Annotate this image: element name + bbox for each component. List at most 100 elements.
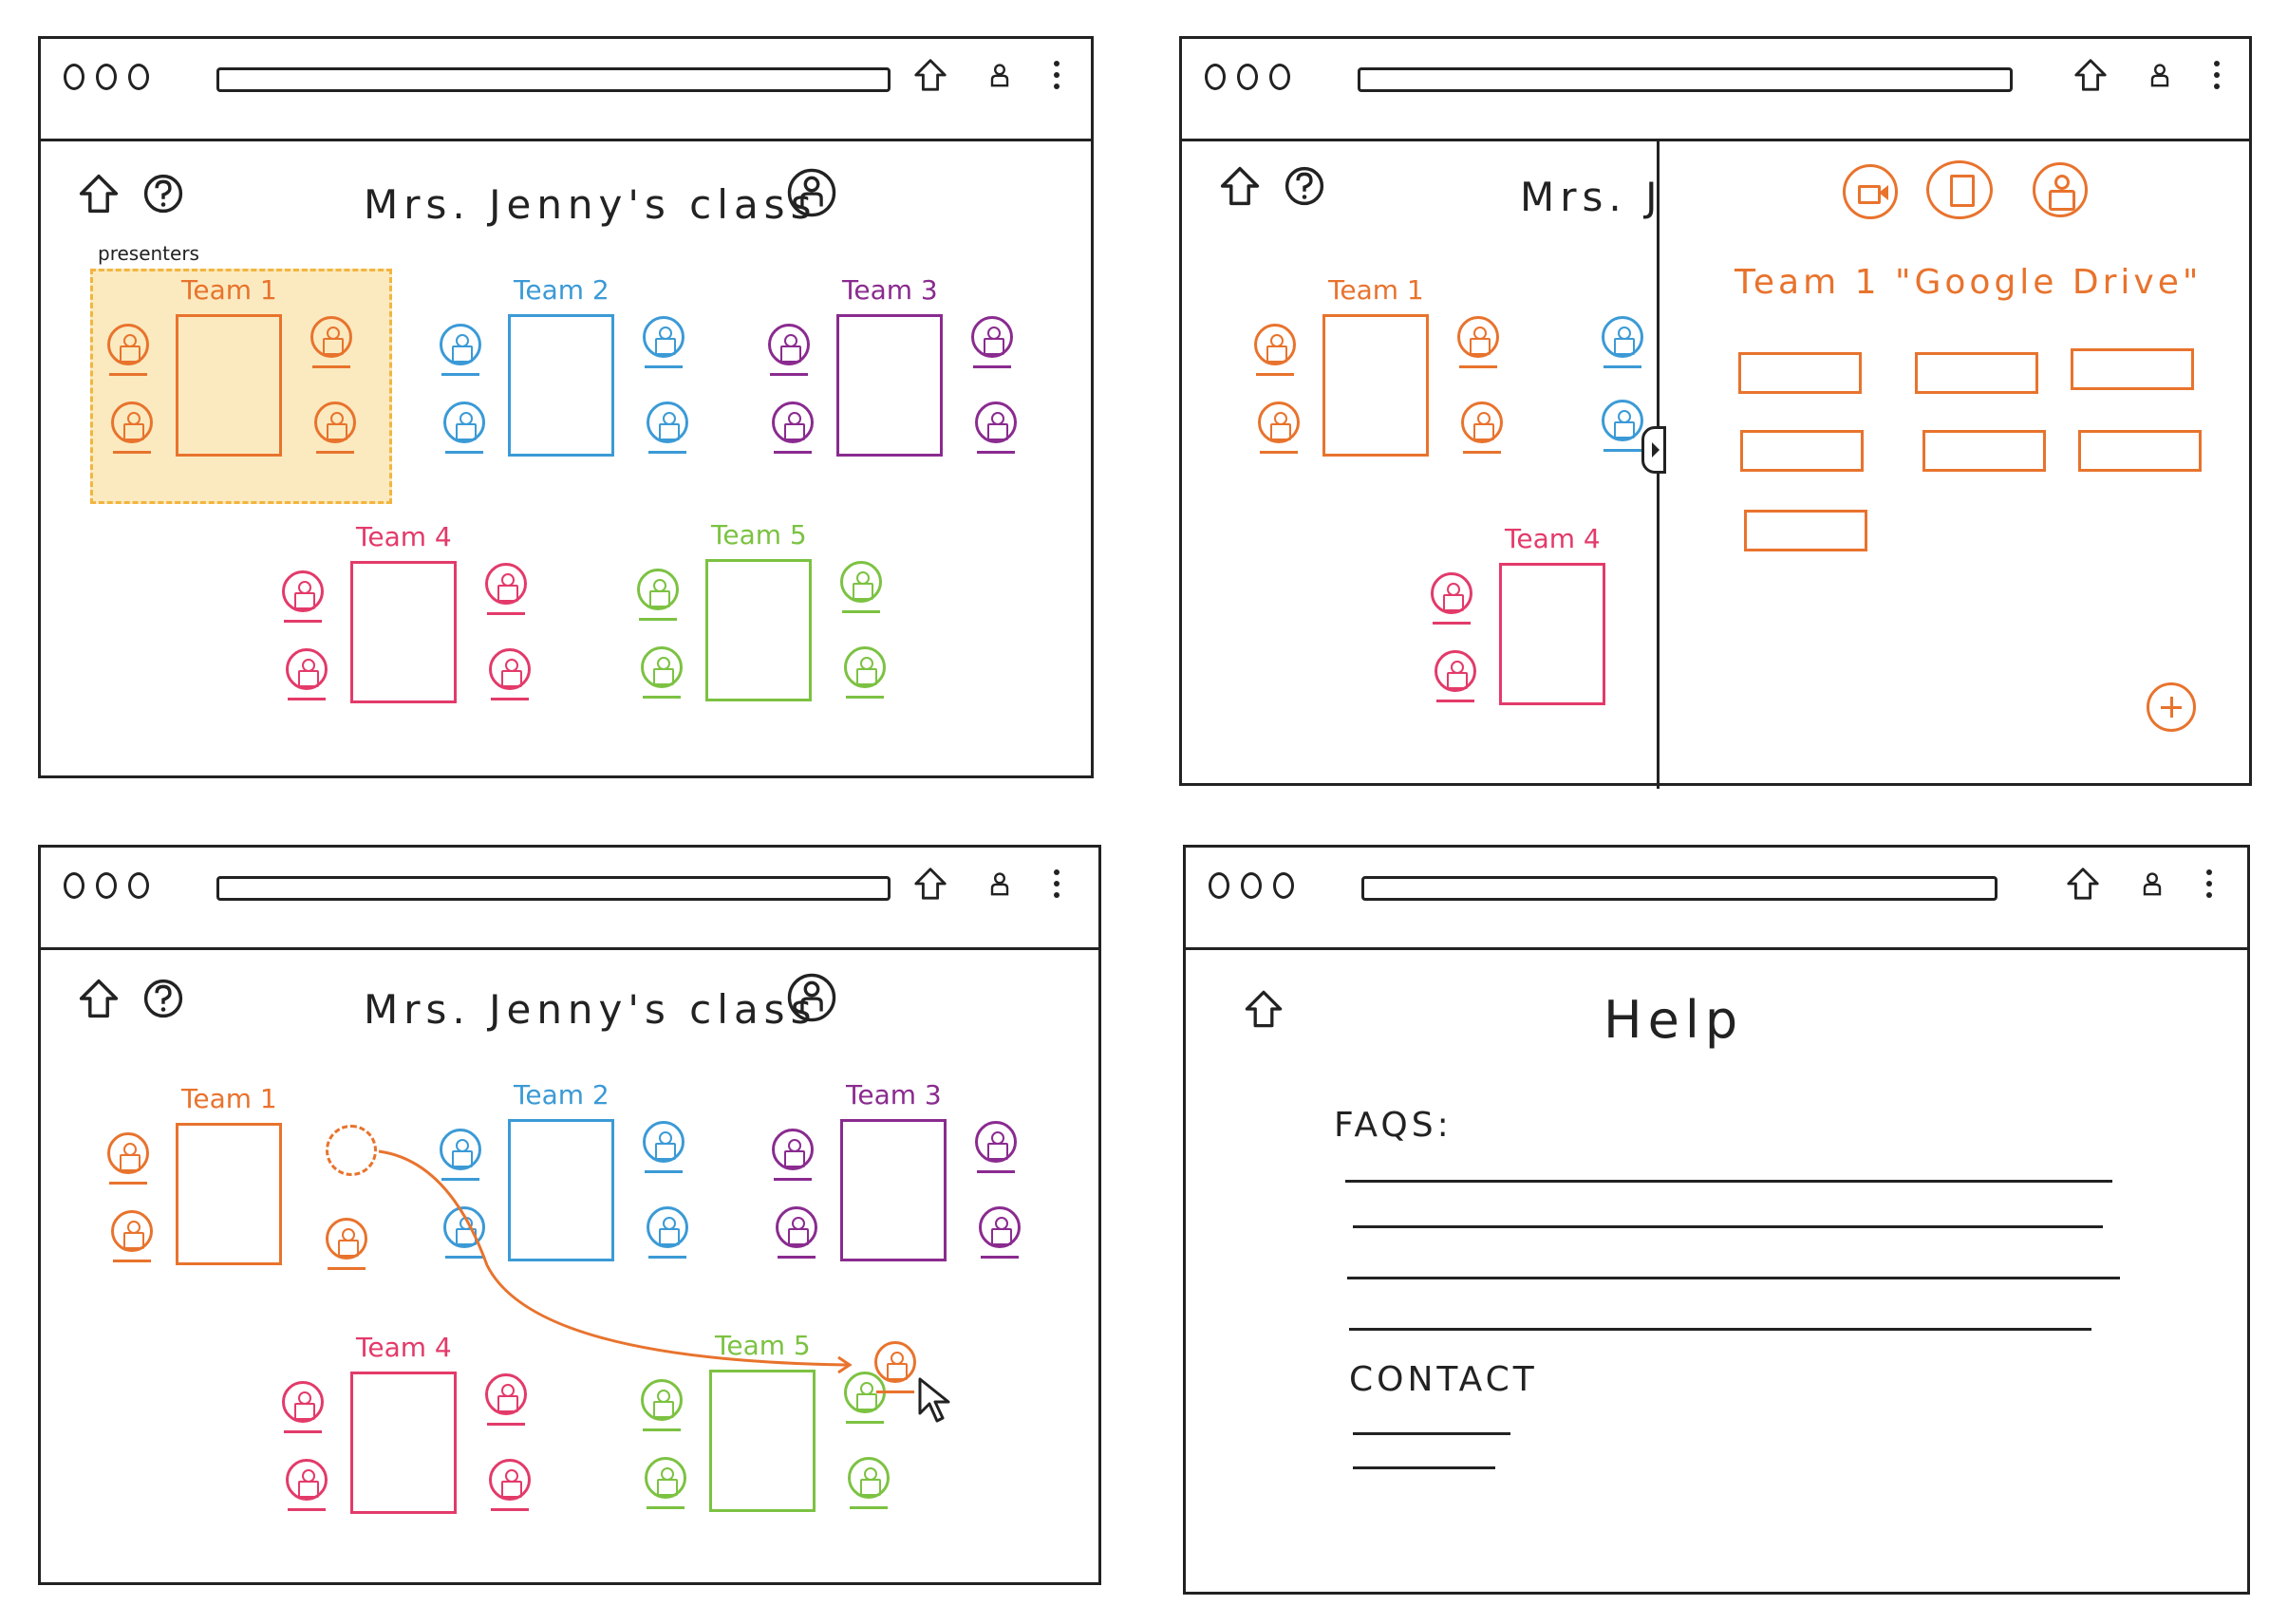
drive-file[interactable]	[1744, 510, 1867, 551]
student-avatar[interactable]	[1602, 400, 1647, 457]
student-avatar[interactable]	[848, 1457, 893, 1514]
home-icon[interactable]	[912, 57, 948, 93]
student-avatar[interactable]	[111, 1210, 157, 1267]
team-board[interactable]	[176, 1123, 282, 1265]
student-avatar[interactable]	[647, 1206, 692, 1263]
student-avatar[interactable]	[643, 1121, 688, 1178]
student-avatar[interactable]	[107, 324, 153, 381]
help-icon[interactable]	[141, 172, 185, 215]
student-avatar[interactable]	[489, 1459, 534, 1516]
student-avatar[interactable]	[844, 646, 890, 703]
student-avatar[interactable]	[1457, 316, 1503, 373]
home-icon[interactable]	[77, 172, 121, 215]
url-bar[interactable]	[1358, 67, 2013, 92]
url-bar[interactable]	[216, 876, 891, 901]
home-icon[interactable]	[2072, 57, 2109, 93]
drive-file[interactable]	[1740, 430, 1864, 472]
team-board[interactable]	[1322, 314, 1429, 457]
student-avatar[interactable]	[1461, 401, 1507, 458]
home-icon[interactable]	[912, 866, 948, 902]
student-avatar[interactable]	[1602, 316, 1647, 373]
url-bar[interactable]	[1361, 876, 1997, 901]
window-controls[interactable]	[64, 64, 149, 90]
student-avatar[interactable]	[1258, 401, 1303, 458]
contact-line[interactable]	[1353, 1466, 1495, 1469]
student-avatar[interactable]	[641, 1379, 686, 1436]
drive-file[interactable]	[2071, 348, 2194, 390]
faq-line[interactable]	[1345, 1180, 2112, 1183]
drive-file[interactable]	[1738, 352, 1862, 394]
student-avatar[interactable]	[975, 401, 1021, 458]
student-avatar[interactable]	[971, 316, 1017, 373]
user-icon[interactable]	[2145, 57, 2175, 93]
team-board[interactable]	[836, 314, 943, 457]
team-board[interactable]	[350, 561, 457, 703]
student-avatar[interactable]	[314, 401, 360, 458]
faq-line[interactable]	[1353, 1225, 2103, 1228]
home-icon[interactable]	[77, 977, 121, 1020]
window-controls[interactable]	[1209, 872, 1294, 899]
student-avatar[interactable]	[111, 401, 157, 458]
contact-line[interactable]	[1353, 1432, 1510, 1435]
student-avatar[interactable]	[1254, 324, 1300, 381]
student-avatar[interactable]	[443, 401, 489, 458]
drive-file[interactable]	[2078, 430, 2202, 472]
collapse-arrow-icon[interactable]	[1641, 426, 1666, 474]
user-icon[interactable]	[2033, 162, 2088, 217]
student-avatar[interactable]	[645, 1457, 690, 1514]
student-avatar[interactable]	[440, 324, 485, 381]
window-controls[interactable]	[64, 872, 149, 899]
team-board[interactable]	[176, 314, 282, 457]
menu-dots-icon[interactable]	[1051, 56, 1062, 94]
document-icon[interactable]	[1926, 160, 1993, 219]
student-avatar[interactable]	[776, 1206, 821, 1263]
student-avatar[interactable]	[282, 570, 328, 627]
student-avatar[interactable]	[975, 1121, 1021, 1178]
dragged-student[interactable]	[874, 1341, 920, 1398]
help-icon[interactable]	[1283, 164, 1326, 208]
home-icon[interactable]	[1218, 164, 1262, 208]
student-avatar[interactable]	[840, 561, 886, 618]
student-avatar[interactable]	[440, 1129, 485, 1185]
team-board[interactable]	[508, 314, 614, 457]
team-board[interactable]	[508, 1119, 614, 1261]
student-avatar[interactable]	[643, 316, 688, 373]
menu-dots-icon[interactable]	[1051, 865, 1062, 903]
user-icon[interactable]	[985, 57, 1015, 93]
student-avatar[interactable]	[485, 563, 531, 620]
student-avatar[interactable]	[443, 1206, 489, 1263]
team-board[interactable]	[840, 1119, 947, 1261]
home-icon[interactable]	[2065, 866, 2101, 902]
student-avatar[interactable]	[641, 646, 686, 703]
menu-dots-icon[interactable]	[2204, 865, 2215, 903]
team-board[interactable]	[1499, 563, 1605, 705]
student-avatar[interactable]	[286, 1459, 331, 1516]
student-avatar[interactable]	[282, 1381, 328, 1438]
profile-icon[interactable]	[785, 971, 838, 1024]
drive-file[interactable]	[1915, 352, 2038, 394]
student-avatar[interactable]	[310, 316, 356, 373]
window-controls[interactable]	[1205, 64, 1290, 90]
profile-icon[interactable]	[785, 166, 838, 219]
faq-line[interactable]	[1347, 1277, 2120, 1279]
url-bar[interactable]	[216, 67, 891, 92]
help-icon[interactable]	[141, 977, 185, 1020]
student-avatar[interactable]	[1435, 650, 1480, 707]
video-icon[interactable]	[1843, 164, 1898, 219]
student-avatar[interactable]	[107, 1132, 153, 1189]
team-board[interactable]	[705, 559, 812, 701]
student-avatar[interactable]	[1431, 572, 1476, 629]
add-icon[interactable]	[2147, 682, 2196, 732]
faq-line[interactable]	[1349, 1328, 2091, 1331]
student-avatar[interactable]	[979, 1206, 1024, 1263]
student-avatar[interactable]	[647, 401, 692, 458]
team-board[interactable]	[350, 1372, 457, 1514]
user-icon[interactable]	[985, 866, 1015, 902]
user-icon[interactable]	[2137, 866, 2167, 902]
home-icon[interactable]	[1243, 988, 1285, 1030]
student-avatar[interactable]	[326, 1218, 371, 1275]
student-avatar[interactable]	[485, 1373, 531, 1430]
student-avatar[interactable]	[489, 648, 534, 705]
menu-dots-icon[interactable]	[2211, 56, 2222, 94]
drive-file[interactable]	[1922, 430, 2046, 472]
